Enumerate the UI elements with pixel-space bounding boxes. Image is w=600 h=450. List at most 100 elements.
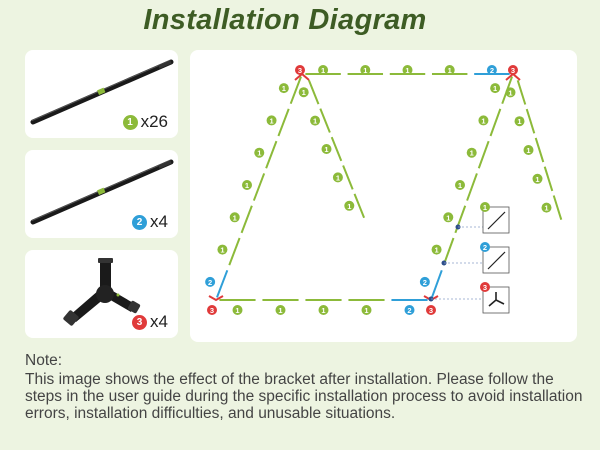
part-card-1: 1 x26 (25, 50, 178, 138)
part-badge-marker-21 (455, 180, 465, 190)
part-badge-marker-35 (295, 65, 305, 75)
part-badge-label-24: 2 (423, 278, 427, 287)
part-badge-marker-6 (232, 305, 243, 315)
part-badge-label-38: 3 (429, 306, 433, 315)
part-badge-marker-2 (360, 65, 371, 75)
part-badge-marker-41 (480, 282, 490, 292)
short-pole-icon (30, 159, 174, 225)
part-count-1: x26 (140, 112, 168, 131)
callout-pole-icon-1 (487, 211, 506, 230)
part-badge-label-10: 2 (407, 306, 411, 315)
part-badge-marker-36 (508, 65, 518, 75)
corner-bracket-3 (208, 295, 224, 302)
pole-segment-24 (430, 269, 443, 298)
part-badge-label-1: 1 (321, 66, 325, 75)
pole-segment-17 (216, 269, 229, 298)
part-badge-label-25: 1 (302, 88, 306, 97)
part-badge-label-3: 1 (405, 66, 409, 75)
part-quantity-1: 1 x26 (122, 112, 168, 132)
part-badge-marker-39 (480, 202, 490, 212)
part-badge-label-27: 1 (324, 145, 328, 154)
part-badge-marker-17 (205, 276, 216, 287)
part-badge-marker-15 (229, 212, 240, 223)
part-badge-marker-26 (310, 115, 321, 126)
part-badge-label-6: 1 (235, 306, 239, 315)
part-badge-label-35: 3 (298, 66, 302, 75)
part-badge-label-41: 3 (483, 283, 487, 292)
part-badge-marker-33 (532, 173, 543, 184)
part-badge-marker-11 (278, 83, 289, 94)
part-badge-label-28: 1 (336, 173, 340, 182)
part-quantity-2: 2 x4 (132, 212, 168, 232)
part-badge-label-5: 2 (490, 66, 494, 75)
pole-segment-11 (289, 76, 302, 105)
part-badge-label-11: 1 (282, 84, 286, 93)
part-badge-marker-31 (514, 116, 525, 127)
pole-segment-20 (477, 140, 490, 169)
part-badge-marker-25 (298, 87, 309, 98)
part-badge-marker-4 (444, 65, 455, 75)
part-badge-marker-28 (332, 172, 343, 183)
part-badge-label-15: 1 (233, 213, 237, 222)
part-badge-marker-3 (402, 65, 413, 75)
part-badge-2: 2 (132, 214, 148, 230)
part-badge-label-40: 2 (483, 243, 487, 252)
part-badge-1: 1 (122, 114, 138, 130)
pole-segment-29 (353, 193, 366, 219)
pole-segment-21 (466, 173, 478, 201)
pole-segment-31 (525, 108, 536, 134)
part-card-2: 2 x4 (25, 150, 178, 238)
part-badge-label-13: 1 (257, 149, 261, 158)
pole-segment-33 (543, 166, 554, 192)
callout-bracket-icon-3 (488, 292, 505, 307)
part-badge-label-22: 1 (446, 213, 450, 222)
pole-segment-15 (240, 205, 253, 234)
part-count-2: x4 (150, 212, 168, 231)
pole-segment-28 (342, 165, 354, 190)
part-badge-marker-30 (505, 87, 516, 98)
part-badge-marker-19 (478, 115, 489, 126)
note-section: Note: This image shows the effect of the… (25, 352, 585, 422)
part-badge-label-26: 1 (313, 117, 317, 126)
pole-segment-25 (307, 79, 320, 105)
part-quantity-3: 3 x4 (132, 312, 168, 332)
part-badge-marker-10 (404, 305, 415, 315)
part-badge-marker-38 (426, 305, 436, 315)
pole-segment-26 (319, 108, 331, 133)
part-badge-marker-40 (480, 242, 490, 252)
part-badge-marker-8 (318, 305, 329, 315)
part-badge-marker-20 (466, 147, 477, 158)
part-badge-label-14: 1 (245, 181, 249, 190)
long-pole-icon (30, 59, 174, 125)
part-badge-marker-9 (361, 305, 372, 315)
note-text: This image shows the effect of the brack… (25, 371, 583, 422)
part-badge-label-2: 1 (363, 66, 367, 75)
part-badge-label-20: 1 (470, 149, 474, 158)
part-badge-label-12: 1 (269, 116, 273, 125)
part-badge-marker-14 (242, 180, 252, 190)
part-badge-label-37: 3 (210, 306, 214, 315)
part-badge-label-18: 1 (493, 84, 497, 93)
part-badge-label-31: 1 (517, 117, 521, 126)
part-badge-marker-32 (523, 145, 534, 155)
pole-segment-30 (516, 80, 527, 105)
part-badge-label-4: 1 (448, 66, 452, 75)
part-badge-marker-13 (254, 147, 265, 158)
part-badge-label-17: 2 (208, 278, 212, 287)
part-count-3: x4 (150, 312, 168, 331)
pole-segment-32 (534, 137, 545, 163)
part-badge-marker-22 (443, 212, 454, 223)
part-badge-label-34: 1 (544, 204, 548, 213)
corner-bracket-icon (63, 258, 141, 326)
callout-pole-icon-2 (487, 251, 506, 270)
part-badge-label-16: 1 (220, 246, 224, 255)
part-badge-marker-29 (344, 200, 355, 211)
part-badge-marker-37 (207, 305, 217, 315)
pole-segment-12 (277, 108, 290, 137)
pole-segment-23 (442, 237, 455, 266)
note-heading: Note: (25, 352, 63, 369)
pole-segment-34 (552, 195, 563, 220)
part-badge-3: 3 (132, 314, 148, 330)
part-badge-label-36: 3 (511, 66, 515, 75)
